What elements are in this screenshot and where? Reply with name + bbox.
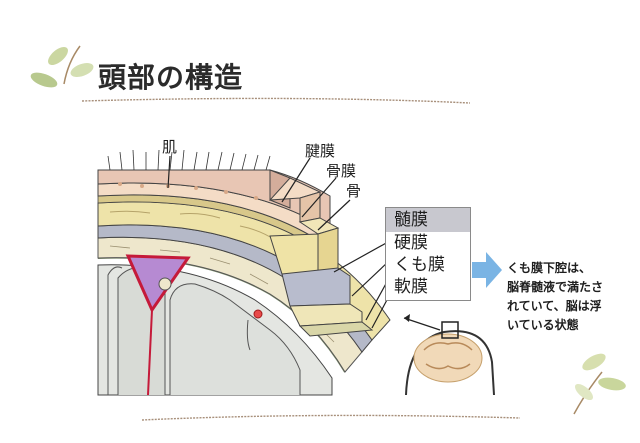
label-bone: 骨 bbox=[346, 182, 362, 200]
label-skin: 肌 bbox=[162, 138, 178, 156]
leader-lines bbox=[167, 155, 389, 329]
page-title: 頭部の構造 bbox=[98, 61, 244, 94]
note-line: れていて、脳は浮 bbox=[507, 299, 602, 313]
footer-line bbox=[141, 414, 521, 421]
leaf-decoration-top-left bbox=[30, 45, 94, 88]
subarachnoid-note: くも膜下腔は、 脳脊髄液で満たさ れていて、脳は浮 いている状態 bbox=[507, 259, 635, 335]
note-line: くも膜下腔は、 bbox=[507, 261, 592, 275]
legend-item-pia: 軟膜 bbox=[394, 277, 428, 297]
legend-item-dura: 硬膜 bbox=[394, 233, 428, 253]
legend-item-arachnoid: くも膜 bbox=[394, 255, 445, 275]
note-line: いている状態 bbox=[507, 318, 579, 332]
layer-steps bbox=[268, 169, 374, 337]
note-line: 脳脊髄液で満たさ bbox=[507, 280, 604, 294]
label-tendon: 腱膜 bbox=[305, 142, 336, 160]
arrow-icon bbox=[472, 252, 502, 288]
label-periosteum: 骨膜 bbox=[326, 162, 357, 180]
head-thumbnail bbox=[403, 314, 495, 396]
title-underline bbox=[81, 97, 471, 104]
meninges-legend: 髄膜 硬膜 くも膜 軟膜 bbox=[385, 207, 471, 301]
legend-header: 髄膜 bbox=[386, 208, 470, 232]
leaf-decoration-bottom-right bbox=[573, 353, 626, 415]
